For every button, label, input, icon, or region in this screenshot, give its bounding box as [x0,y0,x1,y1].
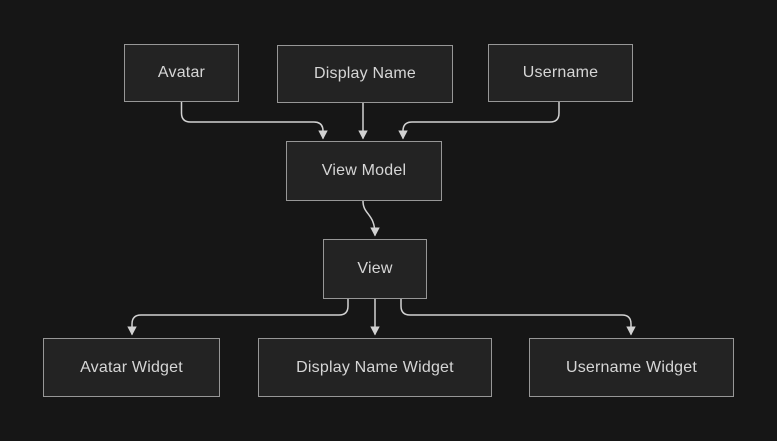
node-display-name-label: Display Name [314,65,416,82]
edge-username-to-view-model [398,101,560,140]
edge-avatar-to-view-model [180,101,328,140]
node-view[interactable]: View [323,239,427,299]
node-username-widget-label: Username Widget [565,358,698,376]
node-view-model-label: View Model [321,162,407,179]
node-avatar-widget-label: Avatar Widget [80,358,183,376]
node-username-label: Username [522,64,599,81]
node-display-name[interactable]: Display Name [277,45,453,103]
node-username[interactable]: Username [488,44,633,102]
node-display-name-widget[interactable]: Display Name Widget [258,338,492,397]
node-display-name-widget-label: Display Name Widget [296,358,454,376]
node-view-model[interactable]: View Model [286,141,442,201]
node-avatar-widget[interactable]: Avatar Widget [43,338,220,397]
node-avatar-label: Avatar [157,64,206,81]
node-view-label: View [357,260,393,277]
edge-view-to-avatar-widget [127,298,349,336]
node-avatar[interactable]: Avatar [124,44,239,102]
edge-view-to-username-widget [400,298,636,336]
node-username-widget[interactable]: Username Widget [529,338,734,397]
edge-view-model-to-view [362,200,380,237]
